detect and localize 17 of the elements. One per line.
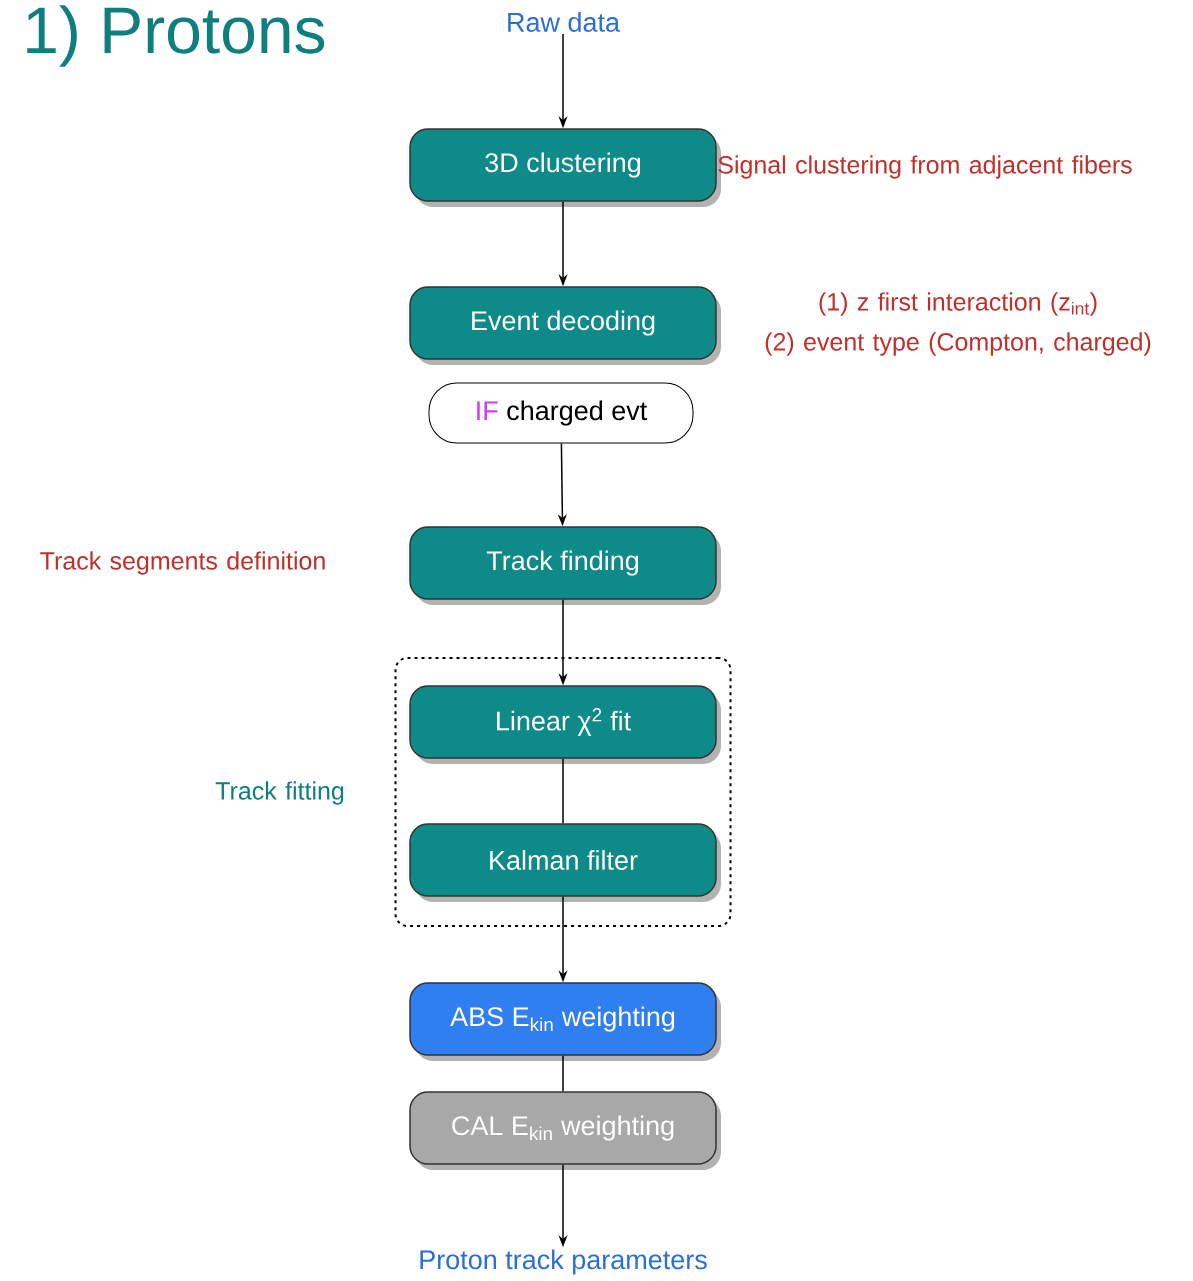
process-box: ABS E$_{kin}$ weighting <box>409 982 717 1056</box>
process-box: Linear χ$^{2}$ fit <box>409 685 717 759</box>
annotation: (2) event type (Compton, charged) <box>765 332 1151 356</box>
process-box: Event decoding <box>409 286 717 360</box>
condition-box: IF charged evt <box>428 382 694 444</box>
process-box: Kalman filter <box>409 823 717 897</box>
flow-label: Raw data <box>508 12 620 32</box>
flow-label: Proton track parameters <box>420 1249 707 1275</box>
annotation: Track segments definition <box>40 551 325 575</box>
process-box: 3D clustering <box>409 128 717 202</box>
process-box: Track finding <box>409 526 717 600</box>
annotation: Track fitting <box>215 781 344 805</box>
annotation: Signal clustering from adjacent fibers <box>718 155 1132 179</box>
title: 1) Protons <box>27 5 325 67</box>
process-box: CAL E$_{kin}$ weighting <box>409 1091 717 1165</box>
annotation: (1) z first interaction (z$_{int}$) <box>819 292 1097 316</box>
dashed-group-box <box>394 657 732 927</box>
